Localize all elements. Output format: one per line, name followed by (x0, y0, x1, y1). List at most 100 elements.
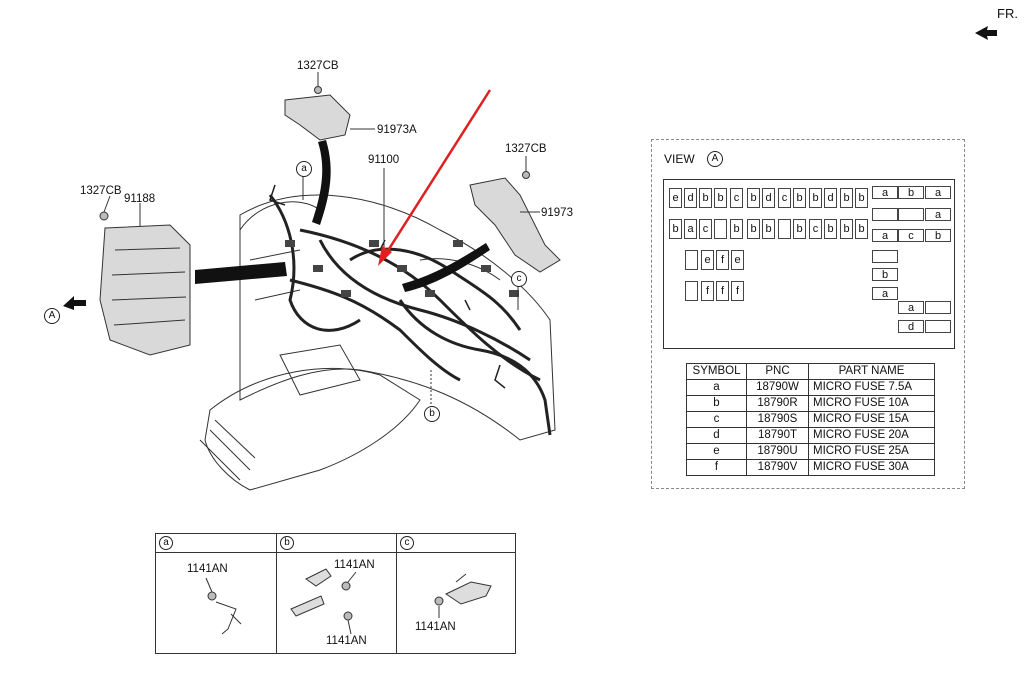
detail-b-bolt-label-top: 1141AN (334, 559, 375, 571)
fuse-slot (685, 281, 698, 301)
fuse-slot (925, 301, 951, 314)
fuse-slot: b (855, 219, 868, 239)
fuse-slot: b (925, 229, 951, 242)
fuse-slot: a (925, 186, 951, 199)
connector-block (285, 240, 295, 247)
detail-b-bolt-icon (341, 581, 351, 591)
junction-box-ribs (111, 247, 187, 326)
fuse-slot (778, 219, 791, 239)
main-harness-label: 91100 (368, 154, 400, 166)
fuse-slot: b (699, 188, 712, 208)
fuse-slot: c (809, 219, 822, 239)
fuse-slot: b (730, 219, 743, 239)
view-title: VIEW (664, 152, 695, 166)
leader-line (347, 619, 352, 635)
fuse-slot: b (824, 219, 837, 239)
fuse-slot: b (762, 219, 775, 239)
bracket-right-bolt-label: 1327CB (505, 143, 547, 155)
detail-c-bracket (444, 573, 492, 605)
harness-bundle (349, 247, 522, 331)
red-pointer-line (380, 89, 492, 261)
fuse-slot: b (669, 219, 682, 239)
fuse-slot: e (669, 188, 682, 208)
detail-header-strip (156, 534, 515, 553)
center-console-outline (204, 367, 421, 491)
fuse-slot: e (731, 250, 744, 270)
cell-pnc: 18790V (746, 459, 809, 476)
fuse-slot: c (898, 229, 924, 242)
bracket-top-bolt-icon (314, 86, 322, 94)
fuse-slot: d (684, 188, 697, 208)
fuse-slot: b (714, 188, 727, 208)
cell-pnc: 18790R (746, 395, 809, 412)
detail-b-brackets (290, 568, 332, 617)
fuse-slot: d (898, 320, 924, 333)
fuse-slot: a (872, 229, 898, 242)
fuse-slot: a (898, 301, 924, 314)
detail-divider (396, 534, 397, 653)
cell-pnc: 18790T (746, 427, 809, 444)
fuse-slot: d (762, 188, 775, 208)
junction-box-label: 91188 (124, 193, 156, 205)
header-symbol: SYMBOL (686, 363, 747, 380)
fuse-slot: f (731, 281, 744, 301)
cell-symbol: e (686, 443, 747, 460)
fuse-slot: d (824, 188, 837, 208)
fuse-slot: c (730, 188, 743, 208)
detail-b-bolt-label-bottom: 1141AN (326, 635, 367, 647)
cell-pnc: 18790U (746, 443, 809, 460)
shifter-panel (279, 344, 361, 396)
connector-block (341, 290, 351, 297)
dashboard-outline (239, 194, 556, 441)
fuse-slot: b (793, 188, 806, 208)
connector-block (369, 240, 379, 247)
red-pointer-arrowhead (378, 246, 392, 266)
fuse-slot: c (699, 219, 712, 239)
connector-block (313, 265, 323, 272)
fuse-slot: e (701, 250, 714, 270)
fuse-slot (872, 208, 898, 221)
harness-bundle (289, 278, 461, 382)
fuse-slot: b (747, 219, 760, 239)
bracket-right (469, 177, 561, 273)
detail-ref-a: a (159, 536, 173, 550)
connector-block (397, 265, 407, 272)
fuse-slot: c (778, 188, 791, 208)
ref-circle-a: a (296, 161, 312, 177)
fuse-slot: b (809, 188, 822, 208)
fuse-slot: f (716, 250, 729, 270)
cell-part-name: MICRO FUSE 30A (808, 459, 935, 476)
detail-a-bolt-label: 1141AN (187, 563, 228, 575)
fuse-slot: b (793, 219, 806, 239)
cell-symbol: b (686, 395, 747, 412)
fuse-slot: a (925, 208, 951, 221)
harness-bundle (268, 194, 361, 332)
detail-views-box: a b c 1141AN 1141AN 1141AN 1141AN (155, 533, 516, 654)
cell-part-name: MICRO FUSE 25A (808, 443, 935, 460)
header-part-name: PART NAME (808, 363, 935, 380)
fuse-slot: f (716, 281, 729, 301)
bracket-right-bolt-icon (522, 171, 530, 179)
fuse-slot: b (747, 188, 760, 208)
view-a-arrow-icon (63, 296, 86, 310)
connector-block (481, 265, 491, 272)
fuse-slot: b (840, 188, 853, 208)
detail-a-bolt-icon (207, 591, 217, 601)
fuse-slot: b (855, 188, 868, 208)
cell-part-name: MICRO FUSE 20A (808, 427, 935, 444)
fuse-slot (898, 208, 924, 221)
detail-divider (276, 534, 277, 653)
cell-symbol: c (686, 411, 747, 428)
ref-circle-b: b (424, 406, 440, 422)
detail-ref-c: c (400, 536, 414, 550)
harness-bundle (398, 299, 552, 436)
cell-symbol: d (686, 427, 747, 444)
leader-line (205, 577, 213, 593)
cell-part-name: MICRO FUSE 15A (808, 411, 935, 428)
